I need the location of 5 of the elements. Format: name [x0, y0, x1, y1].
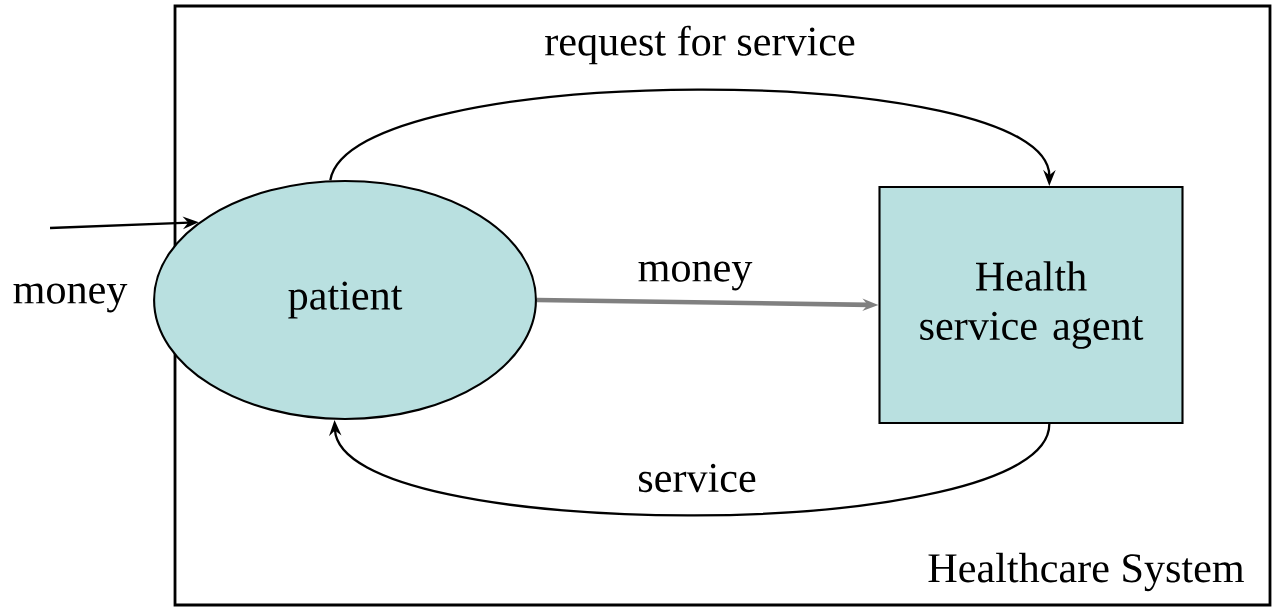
- agent-box: Health service agent: [878, 185, 1184, 425]
- edge-label: service: [635, 462, 759, 494]
- edge-label: money: [10, 281, 130, 315]
- edge-label: money: [635, 259, 755, 293]
- edge-label: request for service: [542, 23, 858, 67]
